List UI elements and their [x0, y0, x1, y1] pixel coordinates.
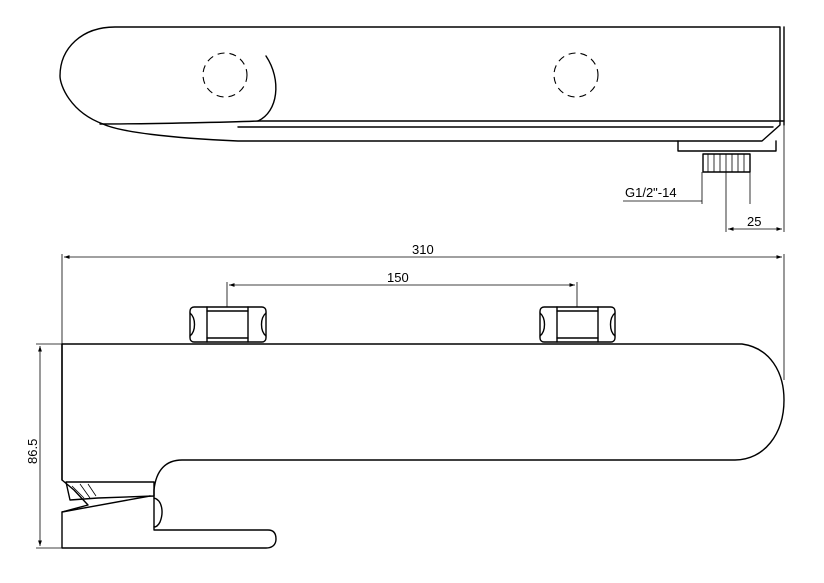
side-view: 150 86.5	[25, 270, 785, 549]
height-dimension-label: 86.5	[25, 439, 40, 464]
top-view-spout-plate	[677, 140, 777, 152]
side-view-knob	[153, 497, 163, 528]
offset-dimension-label: 25	[747, 214, 761, 229]
thread-label: G1/2"-14	[625, 185, 677, 200]
side-view-valve-wedge	[65, 481, 155, 501]
top-view-slot-end	[257, 55, 277, 122]
side-view-spout-plate	[61, 495, 151, 513]
top-view-body-outline	[59, 26, 781, 142]
overall-length-label: 310	[412, 242, 434, 257]
top-view: G1/2"-14 25	[59, 26, 785, 232]
side-view-valve-lines	[71, 483, 97, 499]
hex-nut-left	[189, 306, 267, 343]
top-view-thread-lines	[707, 154, 745, 172]
top-view-inner-curve	[99, 120, 259, 125]
side-view-body-outline	[61, 343, 785, 549]
hidden-outlet-circle-right	[553, 52, 599, 98]
hidden-outlet-circle-left	[202, 52, 248, 98]
top-view-thread-outlet	[702, 153, 751, 173]
overall-length-dimension: 310	[61, 242, 785, 380]
hex-nut-right	[539, 306, 616, 343]
spacing-dimension-label: 150	[387, 270, 409, 285]
